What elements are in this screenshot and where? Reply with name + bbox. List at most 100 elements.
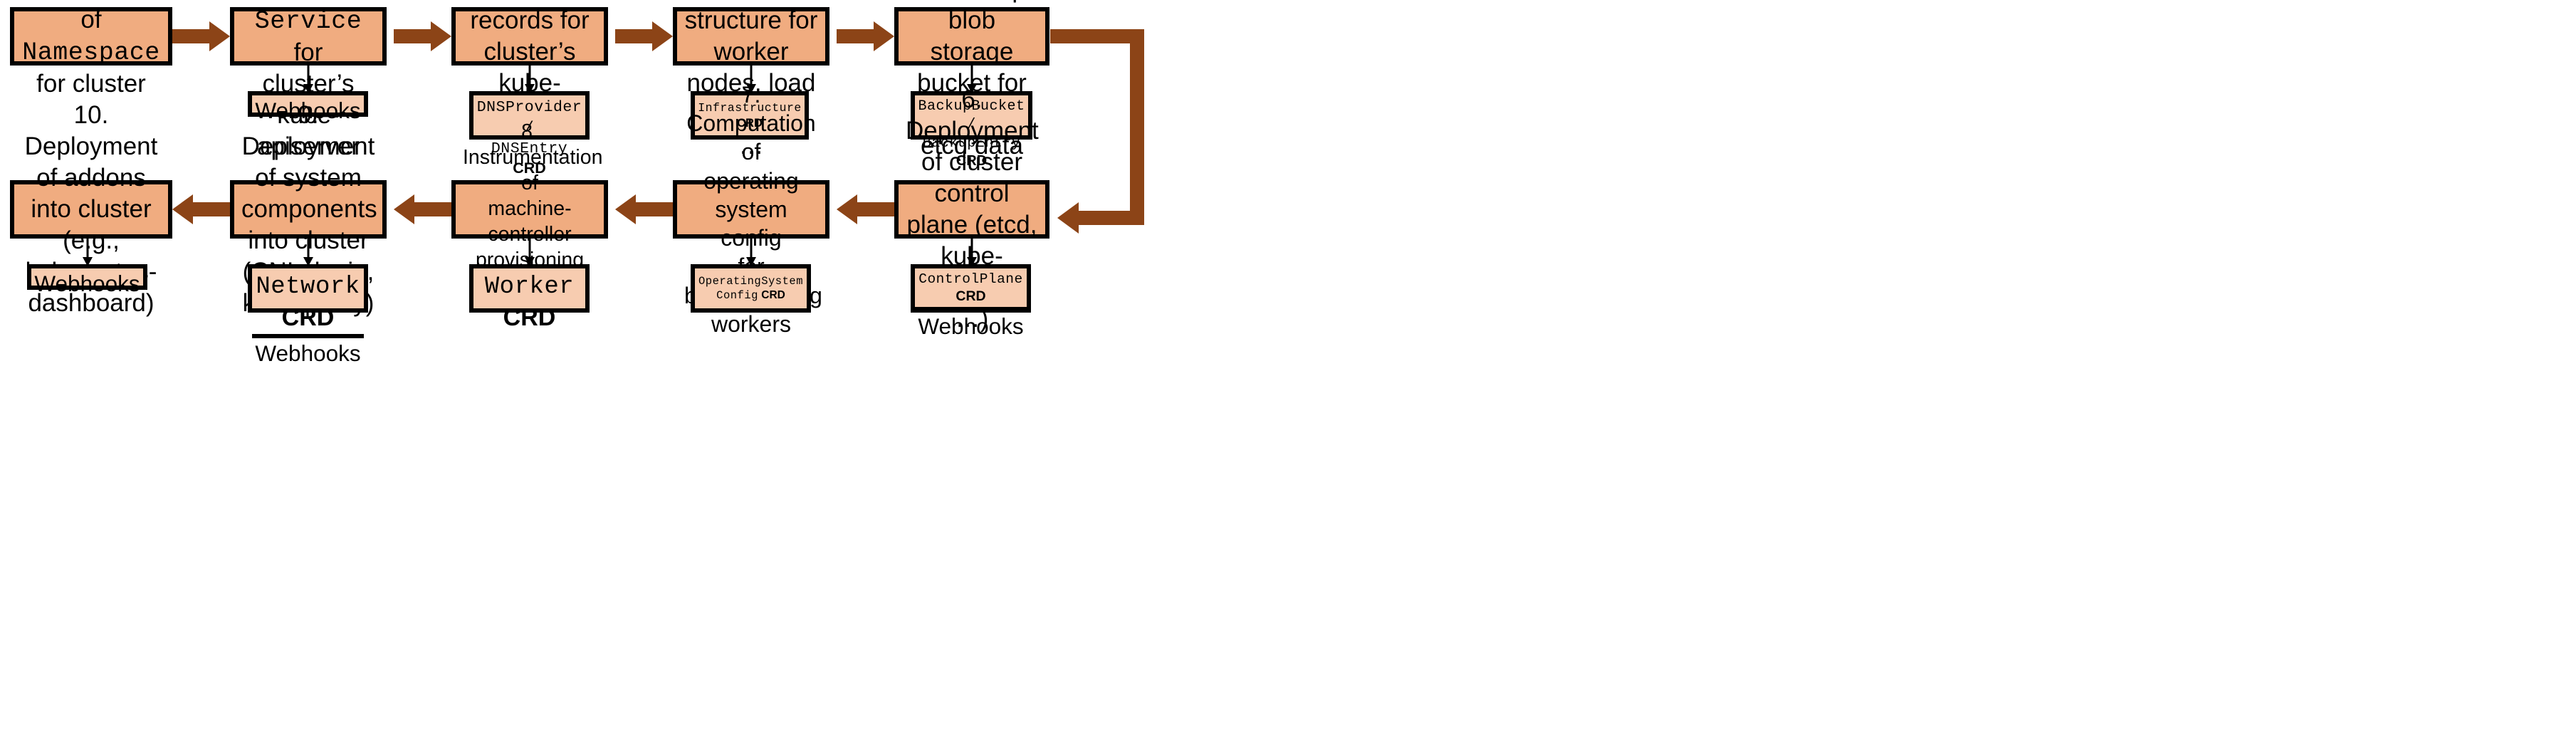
text-segment: DNSProvider /: [476, 99, 582, 137]
text-line: Worker: [485, 270, 574, 303]
flow-arrow-2-to-3: [394, 21, 451, 51]
text-line: BackupBucket /: [918, 97, 1025, 134]
crd-cell: DNSProvider /DNSEntry CRD: [473, 95, 585, 179]
text-segment: OperatingSystem: [698, 274, 804, 288]
text-line: Namespace: [21, 36, 161, 68]
artifact-box-step-9[interactable]: Network CRD Webhooks: [248, 264, 368, 366]
text-segment: for: [293, 38, 323, 66]
text-line: Network CRD: [256, 270, 360, 333]
webhooks-cell: Webhooks: [252, 95, 364, 126]
text-line: Infrastructure: [698, 100, 802, 116]
artifact-box-step-10[interactable]: Webhooks: [27, 264, 147, 296]
text-line: balancer Service for: [241, 0, 375, 68]
step-box-1-label: 1. Creation of Namespace for cluster: [21, 0, 161, 100]
artifact-box-step-6[interactable]: ControlPlane CRD Webhooks: [911, 264, 1031, 339]
step-box-4[interactable]: 4. Preparation of infra-structure for wo…: [673, 0, 829, 160]
step-box-2-label: 2. Creation of loadbalancer Service forc…: [241, 0, 375, 162]
text-segment: 4. Preparation of infra-: [687, 0, 816, 3]
text-segment: CRD: [513, 159, 546, 177]
text-segment: DNSEntry: [491, 140, 568, 157]
text-segment: 3. Creation of DNS: [468, 0, 590, 3]
text-line: CRD: [698, 116, 802, 131]
text-segment: CRD: [758, 289, 785, 301]
connector-step-5-to-artifact: [965, 66, 978, 94]
step-box-8[interactable]: 8. Instrumentation ofmachine-controllerp…: [451, 120, 608, 297]
text-segment: operating system config: [703, 167, 799, 251]
text-line: BackupEntry CRD: [918, 134, 1025, 170]
text-segment: Infrastructure: [698, 100, 802, 115]
text-line: ControlPlane CRD: [918, 270, 1022, 305]
crd-cell: BackupBucket /BackupEntry CRD: [915, 95, 1028, 172]
text-segment: 8. Instrumentation of: [463, 120, 603, 195]
text-segment: BackupBucket /: [918, 98, 1025, 133]
connector-step-6-to-artifact: [965, 239, 978, 267]
webhooks-cell: Webhooks: [915, 306, 1027, 342]
crd-cell: ControlPlane CRD: [915, 268, 1027, 307]
text-line: 10. Deployment of addons: [21, 100, 161, 194]
webhooks-cell: Webhooks: [252, 334, 364, 369]
flow-arrow-8-to-9: [394, 194, 451, 224]
flow-arrow-1-to-2: [172, 21, 230, 51]
text-segment: Namespace: [22, 38, 160, 67]
text-line: DNSEntry CRD: [477, 138, 582, 178]
text-segment: cluster’s kube-apiserver: [257, 70, 360, 161]
text-segment: 6. Deployment of cluster: [906, 85, 1039, 176]
text-segment: for cluster: [36, 70, 146, 98]
text-segment: Webhooks: [255, 340, 361, 366]
text-line: 8. Instrumentation of: [463, 120, 602, 197]
connector-step-10-to-artifact: [81, 239, 94, 267]
artifact-box-step-3[interactable]: DNSProvider /DNSEntry CRD: [469, 91, 590, 177]
text-segment: CRD: [737, 116, 763, 130]
webhooks-cell: Webhooks: [31, 268, 143, 299]
artifact-box-step-5[interactable]: BackupBucket /BackupEntry CRD: [911, 91, 1032, 169]
text-segment: CRD: [281, 303, 335, 331]
text-segment: CRD: [503, 303, 556, 331]
text-segment: 1. Creation of: [30, 0, 152, 33]
step-box-3[interactable]: 3. Creation of DNSrecords for cluster’sk…: [451, 0, 608, 128]
text-line: into cluster (e.g.,: [21, 194, 161, 256]
text-segment: Webhooks: [34, 271, 140, 296]
connector-step-2-to-artifact: [302, 66, 315, 94]
text-line: 4. Preparation of infra-: [684, 0, 818, 5]
text-segment: Service: [254, 6, 362, 36]
connector-step-3-to-artifact: [523, 66, 536, 94]
text-line: 5. Preparation of backup: [906, 0, 1038, 5]
connector-step-8-to-artifact: [523, 239, 536, 267]
text-line: 1. Creation of: [21, 0, 161, 36]
connector-step-4-to-artifact: [745, 66, 758, 94]
step-box-5[interactable]: 5. Preparation of backupblob storage buc…: [894, 0, 1049, 160]
text-line: Webhooks: [34, 270, 140, 298]
text-line: DNSProvider /: [477, 97, 582, 138]
text-line: control plane (etcd,: [906, 178, 1038, 241]
step-box-2[interactable]: 2. Creation of loadbalancer Service forc…: [230, 0, 387, 160]
flow-arrow-4-to-5: [837, 21, 894, 51]
text-line: 9. Deployment of system: [241, 100, 375, 194]
flow-arrow-7-to-8: [615, 194, 673, 224]
text-segment: CRD: [955, 153, 988, 169]
text-segment: Config: [716, 289, 758, 302]
text-segment: Network: [256, 273, 360, 301]
text-segment: control plane (etcd,: [906, 179, 1037, 239]
text-line: CRD: [485, 303, 574, 333]
text-line: 7. Computation of: [684, 80, 818, 167]
text-segment: Webhooks: [918, 313, 1024, 339]
flow-arrow-9-to-10: [172, 194, 230, 224]
text-line: 3. Creation of DNS: [463, 0, 597, 5]
artifact-box-step-2[interactable]: Webhooks: [248, 91, 368, 123]
text-line: Webhooks: [255, 97, 360, 125]
connector-step-9-to-artifact: [302, 239, 315, 267]
text-line: 6. Deployment of cluster: [906, 84, 1039, 178]
step-box-1[interactable]: 1. Creation of Namespace for cluster: [10, 0, 172, 98]
text-line: records for cluster’s: [463, 5, 597, 68]
text-segment: 10. Deployment of addons: [24, 100, 158, 192]
text-line: operating system config: [684, 167, 818, 253]
